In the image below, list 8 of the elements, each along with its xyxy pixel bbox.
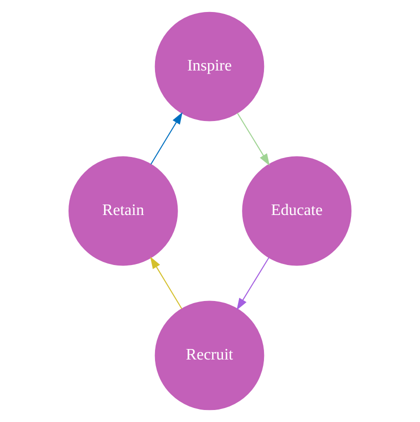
node-circle: Inspire — [154, 12, 264, 122]
node-circle: Retain — [68, 156, 178, 266]
arrow — [150, 256, 182, 309]
arrow — [236, 112, 270, 166]
node-circle: Educate — [242, 156, 352, 266]
arrow — [236, 257, 270, 310]
node-circle: Recruit — [154, 300, 264, 410]
arrow — [150, 112, 182, 164]
